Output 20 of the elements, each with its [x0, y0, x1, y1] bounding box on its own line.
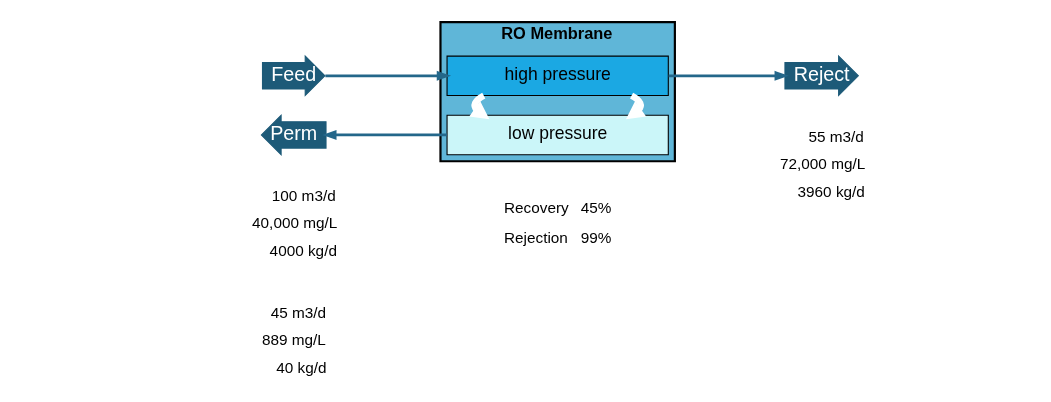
node-label: 3960 kg/d [797, 182, 865, 200]
node-box: low pressure [446, 114, 669, 155]
label: 45% [580, 198, 612, 216]
label: Recovery [504, 198, 569, 216]
arrow [322, 129, 447, 140]
arrow [325, 70, 452, 81]
label: Rejection [504, 228, 568, 246]
node-label: 4000 kg/d [269, 241, 337, 259]
node-label: 40 kg/d [276, 358, 327, 376]
node-label: 889 mg/L [261, 330, 326, 348]
arrow [668, 70, 789, 81]
node-label: 55 m3/d [808, 127, 864, 145]
arrow [625, 92, 647, 119]
node-label: 72,000 mg/L [780, 154, 866, 172]
node-label: 40,000 mg/L [252, 213, 338, 231]
node-box: high pressure [446, 55, 669, 96]
arrow [469, 92, 490, 119]
label: 99% [580, 228, 612, 246]
node-label: 45 m3/d [270, 303, 327, 321]
node-label: 100 m3/d [271, 186, 336, 204]
